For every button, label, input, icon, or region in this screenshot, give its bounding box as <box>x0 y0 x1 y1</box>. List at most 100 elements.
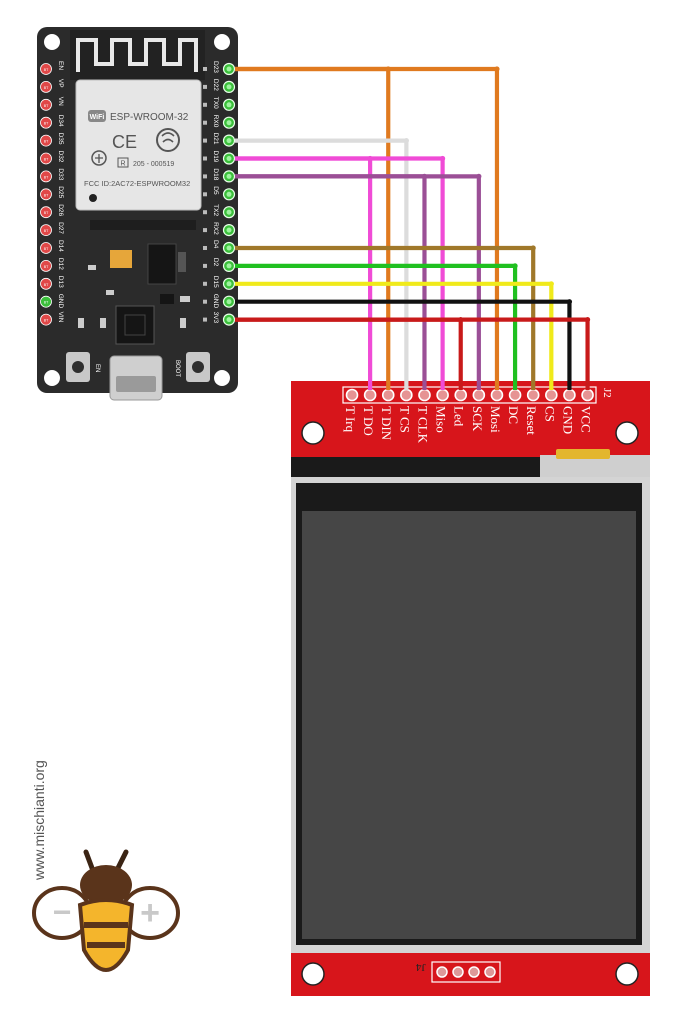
esp32-right-pad-trace <box>203 174 207 179</box>
esp32-pad-right-hole <box>226 138 232 144</box>
pin1-dot <box>89 194 97 202</box>
esp32-pad-left-vin[interactable] <box>40 313 52 326</box>
esp32-pad-right-hole <box>226 227 232 233</box>
esp32-pad-left-d26[interactable] <box>40 206 52 219</box>
esp32-pin-label-right-d15: D15 <box>212 276 219 288</box>
esp32-pad-left-gnd[interactable] <box>40 295 52 308</box>
usb-uart-chip <box>115 305 155 345</box>
esp32-pad-left-d32[interactable] <box>40 152 52 165</box>
esp32-pad-text: BT <box>44 301 49 305</box>
display-pin-led[interactable] <box>454 388 468 402</box>
esp32-pin-label-left-d13: D13 <box>57 276 64 288</box>
esp32-right-pad-trace <box>203 263 207 268</box>
esp32-pad-right-hole <box>226 245 232 251</box>
esp32-right-pad-trace <box>203 299 207 304</box>
esp32-pin-label-right-d4: D4 <box>212 240 219 249</box>
logo-minus: − <box>53 894 72 930</box>
bee-icon: − + <box>32 849 180 972</box>
esp32-pad-text: BT <box>44 175 49 179</box>
regulatory-icon <box>156 128 180 152</box>
j4-label: J4 <box>416 961 426 973</box>
esp32-pad-right-hole <box>226 84 232 90</box>
wire-d23-tdin-bend <box>385 66 391 72</box>
smd-5 <box>78 318 84 328</box>
en-button-cap[interactable] <box>72 361 84 373</box>
en-button-label: EN <box>94 364 100 372</box>
esp32-pad-right-hole <box>226 209 232 215</box>
esp32-pin-label-right-d18: D18 <box>212 168 219 180</box>
display-pin-miso[interactable] <box>436 388 449 402</box>
esp32-pin-label-right-d21: D21 <box>212 133 219 145</box>
esp32-pad-right-hole <box>226 120 232 126</box>
display-pin-t-clk[interactable] <box>418 388 431 402</box>
esp32-pad-text: BT <box>44 104 49 108</box>
esp32-pad-left-d35[interactable] <box>40 134 52 147</box>
display-active-area <box>302 511 636 939</box>
display-pin-sck[interactable] <box>472 388 486 402</box>
display-pin-mosi[interactable] <box>490 388 504 402</box>
display-pin-t-din[interactable] <box>381 388 395 402</box>
fcc-id: FCC ID:2AC72-ESPWROOM32 <box>84 179 190 188</box>
r-mark-box <box>117 157 129 168</box>
smd-2 <box>106 290 114 295</box>
display-pin-vcc[interactable] <box>581 388 594 402</box>
esp32-pad-text: BT <box>44 193 49 197</box>
esp32-right-pad-trace <box>203 84 207 89</box>
esp32-right-pad-trace <box>203 228 207 233</box>
esp32-pad-left-d27[interactable] <box>40 224 52 237</box>
esp32-pad-left-d13[interactable] <box>40 277 52 290</box>
wire-d19-tdo <box>235 156 373 390</box>
esp32-pad-right-hole <box>226 281 232 287</box>
esp32-pad-text: BT <box>44 68 49 72</box>
boot-button-cap[interactable] <box>192 361 204 373</box>
esp32-pin-label-right-d2: D2 <box>212 258 219 267</box>
esp32-right-pins: D23D22TX0RX0D21D19D18D5TX2RX2D4D2D15GND3… <box>203 61 236 326</box>
esp32-pin-label-right-rx2: RX2 <box>212 222 219 235</box>
regulator-tab <box>178 252 186 272</box>
display-pin-t-irq[interactable] <box>345 388 359 402</box>
esp32-pin-label-left-d14: D14 <box>57 240 64 252</box>
esp32-pin-label-left-gnd: GND <box>57 294 64 309</box>
esp32-pad-left-d34[interactable] <box>40 116 52 129</box>
esp32-right-pad-trace <box>203 192 207 197</box>
display-pin-label-sck: SCK <box>470 406 485 432</box>
esp32-pad-left-d33[interactable] <box>40 170 52 183</box>
micro-usb-opening <box>116 376 156 392</box>
mount-hole-bl <box>44 370 60 386</box>
watermark-text: www.mischianti.org <box>31 760 47 881</box>
display-pin-gnd[interactable] <box>563 388 576 402</box>
esp32-pad-left-d12[interactable] <box>40 259 52 272</box>
display-pin-t-cs[interactable] <box>400 388 413 402</box>
esp32-pin-label-left-d33: D33 <box>57 168 64 180</box>
esp32-pad-right-hole <box>226 299 232 305</box>
logo-plus: + <box>140 894 160 932</box>
display-pin-t-do[interactable] <box>363 388 377 402</box>
esp32-pad-left-d14[interactable] <box>40 242 52 254</box>
esp32-pad-text: BT <box>44 247 49 251</box>
display-pin-dc[interactable] <box>508 388 522 402</box>
display-pin-reset[interactable] <box>526 388 540 402</box>
wire-d2-dc-bend <box>512 263 518 269</box>
display-pin-cs[interactable] <box>545 388 558 402</box>
esp32-pad-text: BT <box>44 265 49 269</box>
esp32-pin-label-right-d23: D23 <box>212 61 219 73</box>
flex-tab <box>556 449 610 459</box>
wire-3v3-vcc-bend <box>584 317 591 323</box>
wire-d19-miso <box>235 156 445 390</box>
smd-6 <box>100 318 106 328</box>
esp32-pad-left-en[interactable] <box>40 63 52 75</box>
esp32-pad-left-vp[interactable] <box>40 81 52 93</box>
wire-gnd-gnd-bend <box>566 299 573 305</box>
esp32-pad-left-d25[interactable] <box>40 188 52 201</box>
mount-hole-tr <box>214 34 230 50</box>
esp32-pad-right-hole <box>226 173 232 179</box>
mount-hole-br <box>214 370 230 386</box>
esp32-pad-text: BT <box>44 283 49 287</box>
wire-d23-mosi-bend <box>494 66 500 72</box>
esp32-pad-left-vn[interactable] <box>40 98 52 111</box>
module-edge <box>90 220 196 230</box>
display-mount-hole-br <box>615 962 639 986</box>
j2-label: J2 <box>601 388 613 398</box>
display-mount-hole-bl <box>301 962 325 986</box>
